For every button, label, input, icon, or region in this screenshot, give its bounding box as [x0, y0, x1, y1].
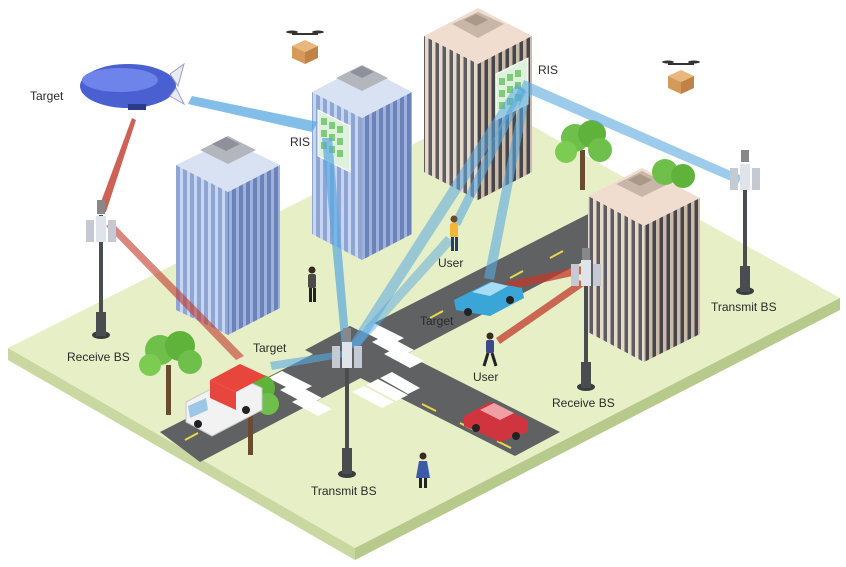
building-front-beige	[588, 168, 700, 362]
building-left-blue	[176, 136, 280, 335]
label-transmit-bs-center: Transmit BS	[311, 484, 377, 498]
label-user-center: User	[438, 256, 464, 270]
pedestrian-icon	[482, 332, 498, 367]
label-transmit-bs-right: Transmit BS	[711, 300, 777, 314]
building-center-blue	[312, 65, 412, 260]
pedestrian-icon	[308, 266, 316, 302]
label-ris-right: RIS	[538, 63, 559, 77]
base-station-tower-icon	[571, 248, 601, 391]
tree-icon	[555, 120, 612, 190]
label-target-airship: Target	[30, 89, 64, 103]
label-receive-bs-left: Receive BS	[67, 350, 130, 364]
pedestrian-icon	[450, 215, 458, 251]
airship-icon	[80, 62, 186, 110]
base-station-tower-icon	[86, 200, 116, 339]
ambulance-icon	[185, 364, 266, 437]
pedestrian-icon	[416, 452, 430, 488]
base-station-tower-icon	[332, 328, 362, 478]
label-ris-left: RIS	[290, 135, 311, 149]
signal-beams	[98, 80, 742, 370]
label-user-walking: User	[473, 370, 499, 384]
car-icon	[464, 402, 528, 442]
tree-icon	[139, 331, 202, 415]
base-station-tower-icon	[730, 150, 760, 295]
drone-package-icon	[286, 30, 324, 64]
label-target-car: Target	[420, 314, 454, 328]
drone-package-icon	[662, 60, 700, 94]
label-receive-bs-right: Receive BS	[552, 396, 615, 410]
tree-icon	[652, 159, 695, 188]
crosswalks	[268, 323, 424, 416]
car-icon	[454, 282, 524, 316]
label-target-ambulance: Target	[253, 341, 287, 355]
